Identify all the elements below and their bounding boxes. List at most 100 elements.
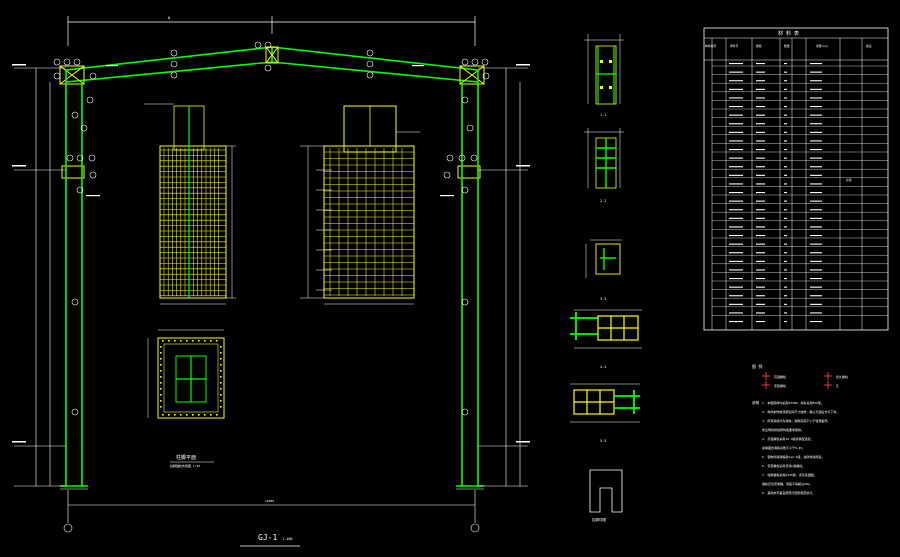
table-mass-note: 总重	[846, 178, 852, 182]
table-cell-mark	[810, 295, 822, 297]
table-cell-mark	[784, 71, 787, 73]
rebar-dot	[160, 346, 162, 348]
rebar-dot	[160, 406, 162, 408]
table-cell-mark	[784, 217, 787, 219]
table-cell-mark	[729, 278, 743, 280]
table-cell-mark	[784, 226, 787, 228]
table-cell-mark	[729, 157, 743, 159]
material-table: 材 料 表 构件编号 零件号 规格 数量 重量(kg) 备注 总重	[703, 27, 889, 331]
table-cell-mark	[729, 140, 743, 142]
table-cell-mark	[756, 252, 765, 254]
table-cell-mark	[756, 312, 765, 314]
rebar-dot	[204, 340, 206, 342]
table-cell-mark	[729, 149, 743, 151]
frame-title: GJ-1	[258, 533, 277, 542]
section-details: 1-1 2-2 3-3 4-4 5-5 柱脚详图	[570, 34, 642, 522]
table-cell-mark	[810, 200, 822, 202]
section-label-5: 5-5	[600, 439, 606, 443]
table-cell-mark	[784, 312, 787, 314]
rebar-dot	[192, 340, 194, 342]
table-cell-mark	[784, 63, 787, 65]
table-cell-mark	[810, 252, 822, 254]
table-cell-mark	[756, 88, 765, 90]
table-cell-mark	[810, 269, 822, 271]
table-cell-mark	[756, 200, 765, 202]
legend: 图 例 高强螺栓 安装螺栓 永久螺栓 孔	[752, 363, 848, 389]
table-cell-mark	[729, 183, 743, 185]
table-cell-mark	[784, 252, 787, 254]
table-cell-mark	[810, 71, 822, 73]
table-cell-mark	[810, 303, 822, 305]
rebar-dot	[160, 388, 162, 390]
section-label-4: 4-4	[600, 365, 606, 369]
rebar-dot	[160, 376, 162, 378]
table-cell-mark	[729, 252, 743, 254]
table-cell-mark	[784, 80, 787, 82]
table-cell-mark	[810, 106, 822, 108]
table-header-remark: 备注	[866, 44, 872, 48]
rebar-dot	[220, 400, 222, 402]
rebar-dot	[186, 340, 188, 342]
rebar-dot	[220, 352, 222, 354]
table-cell-mark	[729, 200, 743, 202]
table-cell-mark	[729, 71, 743, 73]
note-line-6: 摩擦面抗滑移系数不小于0.45。	[762, 445, 805, 450]
table-cell-mark	[756, 226, 765, 228]
base-plan-label: 柱脚平面	[176, 454, 196, 461]
detail-label: 柱脚详图	[592, 517, 606, 522]
table-cell-mark	[784, 140, 787, 142]
table-cell-mark	[810, 209, 822, 211]
table-cell-mark	[729, 192, 743, 194]
svg-text:ʁ: ʁ	[168, 15, 171, 20]
frame-scale: 1:100	[282, 537, 293, 541]
table-cell-mark	[784, 243, 787, 245]
table-cell-mark	[729, 166, 743, 168]
table-cell-mark	[729, 303, 743, 305]
table-cell-mark	[756, 140, 765, 142]
note-line-11: 8. 其他未尽事宜按现行国家规范执行。	[762, 490, 815, 495]
rebar-dot	[186, 414, 188, 416]
table-cell-mark	[810, 321, 822, 323]
table-header-weight: 重量(kg)	[816, 44, 829, 48]
table-cell-mark	[784, 235, 787, 237]
table-cell-mark	[784, 321, 787, 323]
rebar-dot	[220, 376, 222, 378]
table-cell-mark	[729, 114, 743, 116]
rebar-dot	[162, 340, 164, 342]
table-cell-mark	[784, 97, 787, 99]
rebar-dot	[180, 414, 182, 416]
table-cell-mark	[729, 80, 743, 82]
table-cell-mark	[784, 260, 787, 262]
note-line-3: 3. 所有焊缝均为满焊，焊脚高度不小于较薄板厚。	[762, 418, 830, 423]
table-cell-mark	[784, 123, 787, 125]
table-cell-mark	[756, 157, 765, 159]
table-cell-mark	[756, 80, 765, 82]
table-cell-mark	[784, 192, 787, 194]
rebar-dot	[216, 340, 218, 342]
portal-frame: ʁ	[12, 15, 530, 533]
rebar-dot	[174, 414, 176, 416]
table-cell-mark	[729, 260, 743, 262]
table-cell-mark	[729, 243, 743, 245]
table-header-qty: 数量	[784, 44, 790, 48]
legend-title: 图 例	[752, 363, 762, 369]
frame-title-block: GJ-1 1:100	[240, 533, 300, 547]
table-cell-mark	[756, 166, 765, 168]
table-cell-mark	[756, 260, 765, 262]
rebar-dot	[198, 414, 200, 416]
rebar-dot	[210, 414, 212, 416]
table-cell-mark	[756, 123, 765, 125]
note-line-10: 锚栓定位须准确，误差不得超过2mm。	[762, 481, 812, 486]
note-line-2: 2. 构件制作前须按实际尺寸放样，确认无误后方可下料。	[762, 409, 839, 414]
table-cell-mark	[784, 157, 787, 159]
table-cell-mark	[810, 183, 822, 185]
table-cell-mark	[729, 123, 743, 125]
table-cell-mark	[729, 131, 743, 133]
table-cell-mark	[810, 243, 822, 245]
table-cell-mark	[784, 295, 787, 297]
table-cell-mark	[810, 114, 822, 116]
table-cell-mark	[729, 217, 743, 219]
table-cell-mark	[784, 131, 787, 133]
table-cell-mark	[756, 303, 765, 305]
